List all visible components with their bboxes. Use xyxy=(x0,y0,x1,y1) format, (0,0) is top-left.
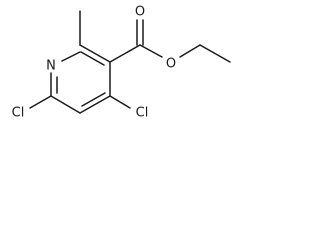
molecule-svg: N O O Cl Cl xyxy=(12,5,231,121)
atom-n-label: N xyxy=(46,59,56,74)
bond-c4-cl xyxy=(109,95,131,109)
bond-c2-n1 xyxy=(61,51,81,62)
atom-cl-right-label: Cl xyxy=(136,106,149,121)
bond-c5-c4 xyxy=(79,95,111,114)
bond-c3-carbonyl xyxy=(109,44,141,63)
bond-c5-c4-inner xyxy=(81,92,106,107)
atom-cl-left-label: Cl xyxy=(12,106,25,121)
bond-c3-c2 xyxy=(79,44,111,63)
bond-ch2-ch3 xyxy=(199,44,231,63)
bond-c3-c2-inner xyxy=(80,51,105,66)
bond-o-ch2 xyxy=(179,44,201,58)
bond-c6-c5 xyxy=(50,95,81,114)
atom-o-ester-label: O xyxy=(166,57,176,72)
bond-c6-cl xyxy=(29,95,52,109)
atom-o-carbonyl-label: O xyxy=(135,5,145,20)
bond-carbonyl-o-single xyxy=(139,44,163,58)
molecule-structure-diagram: N O O Cl Cl xyxy=(0,0,260,138)
